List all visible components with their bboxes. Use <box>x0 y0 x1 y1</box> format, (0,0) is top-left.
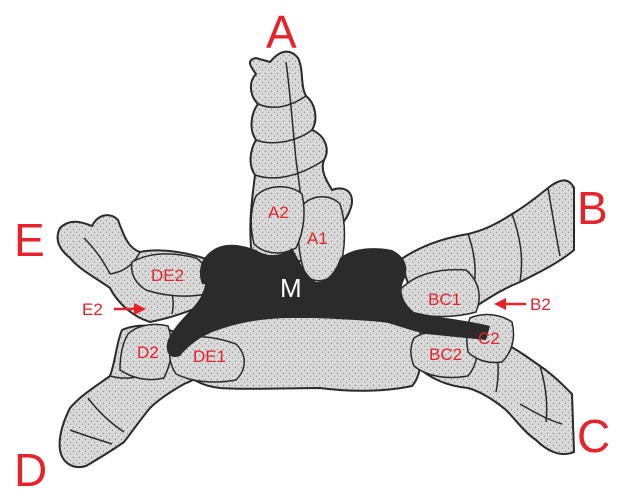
arm-label-b: B <box>577 182 608 234</box>
label-b2: B2 <box>530 295 551 314</box>
label-c2: C2 <box>478 329 500 348</box>
label-bc1: BC1 <box>428 290 461 309</box>
label-bc2: BC2 <box>429 345 462 364</box>
arm-label-d: D <box>14 444 47 493</box>
center-label-m: M <box>280 273 302 303</box>
label-a2: A2 <box>268 203 289 222</box>
label-a1: A1 <box>307 229 328 248</box>
arm-label-c: C <box>577 410 610 462</box>
label-e2: E2 <box>82 300 103 319</box>
arm-label-e: E <box>14 214 45 266</box>
label-d2: D2 <box>137 343 159 362</box>
arm-label-a: A <box>266 6 297 58</box>
label-de2: DE2 <box>151 266 184 285</box>
arrow-b2-icon <box>494 298 526 310</box>
label-de1: DE1 <box>193 347 226 366</box>
